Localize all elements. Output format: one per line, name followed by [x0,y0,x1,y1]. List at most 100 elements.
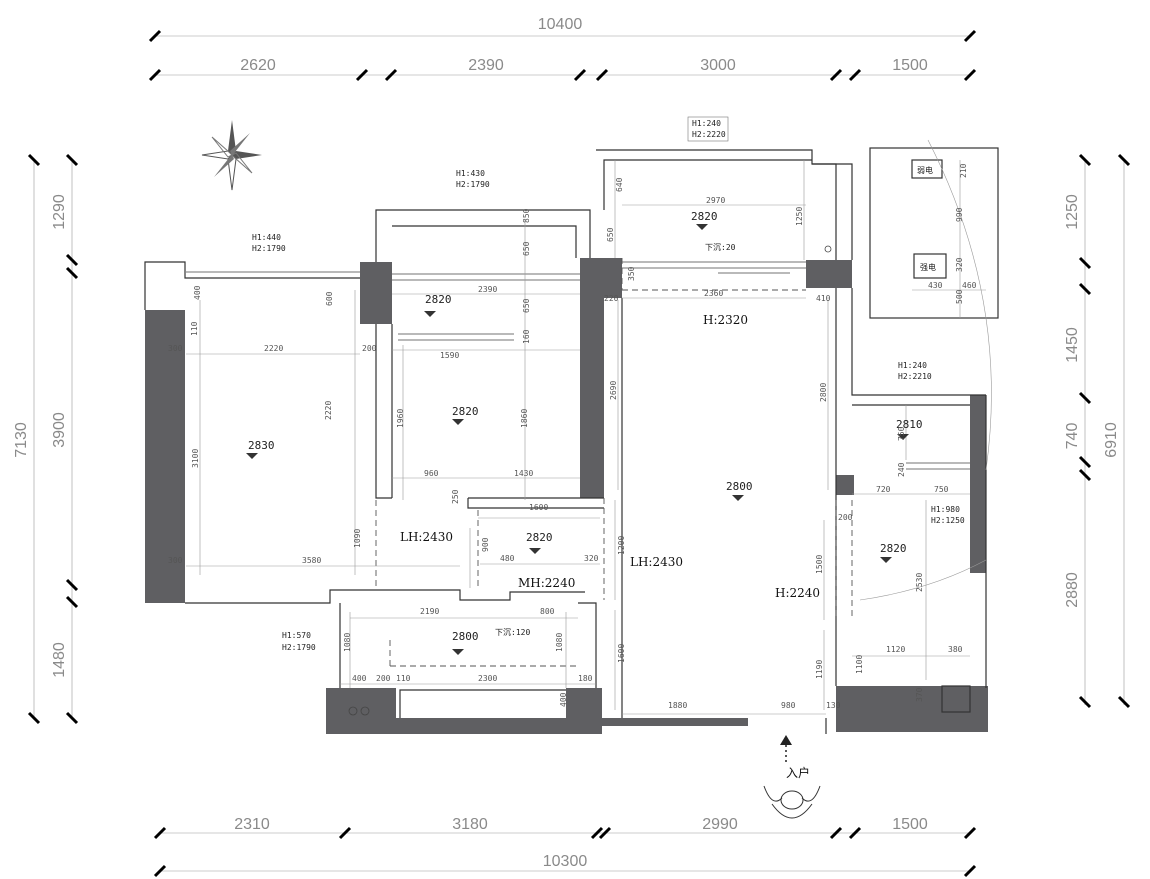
left-dim-2: 3900 [51,412,68,448]
dim-960: 960 [424,469,439,478]
wall-outlines [144,139,999,734]
top-dimensions: 10400 2620 2390 3000 1500 [148,16,977,82]
dim-300a: 300 [168,344,183,353]
note-sink-bottom: 下沉:120 [495,628,530,637]
dim-1100: 1100 [855,655,864,674]
dim-1600b: 1600 [529,503,548,512]
dim-110b: 110 [396,674,411,683]
dim-500: 500 [955,289,964,304]
dim-400c: 400 [559,692,568,707]
dim-850: 850 [522,208,531,223]
dim-1090: 1090 [353,529,362,548]
left-dim-1: 1290 [51,194,68,230]
top-dim-4: 1500 [892,57,928,74]
dim-180: 180 [578,674,593,683]
dim-410: 410 [816,294,831,303]
dim-2360: 2360 [704,289,723,298]
note-sink-top: 下沉:20 [705,243,736,252]
dim-2970: 2970 [706,196,725,205]
label-strong-electric: 强电 [920,262,936,272]
height-h2240: H:2240 [775,586,820,600]
dim-2800: 2800 [819,383,828,402]
dim-2190: 2190 [420,607,439,616]
dim-400: 400 [193,285,202,300]
dim-210: 210 [959,163,968,178]
right-dimensions: 1250 1450 740 2880 6910 [1064,153,1131,709]
bottom-dimensions: 2310 3180 2990 1500 10300 [153,816,977,878]
dim-2220b: 2220 [324,401,333,420]
note-win-right-inner-h1: H1:980 [931,505,960,514]
dim-2220a: 2220 [264,344,283,353]
note-win-mid-h1: H1:430 [456,169,485,178]
dim-220: 220 [604,294,619,303]
dim-110: 110 [190,321,199,336]
dim-650c: 650 [522,298,531,313]
dim-320b: 320 [955,257,964,272]
dim-750b: 750 [897,426,906,441]
dim-480: 480 [500,554,515,563]
dim-1590: 1590 [440,351,459,360]
dim-350: 350 [627,266,636,281]
dashed-lines [375,258,853,667]
dim-980: 980 [781,701,796,710]
dim-1190: 1190 [815,660,824,679]
dim-130: 130 [826,701,841,710]
dim-2390: 2390 [478,285,497,294]
note-win-top-h2: H2:2220 [692,130,726,139]
dim-1080b: 1080 [555,633,564,652]
level-bathroom-bottom: 2800 [452,630,479,643]
level-right-top: 2810 [896,418,923,431]
dim-2530: 2530 [915,573,924,592]
right-dim-4: 2880 [1064,572,1081,608]
dim-1200: 1200 [617,536,626,555]
person-icon [763,785,821,819]
note-win-right-inner-h2: H2:1250 [931,516,965,525]
note-win-bottom-h1: H1:570 [282,631,311,640]
right-dim-1: 1250 [1064,194,1081,230]
note-win-right-h2: H2:2210 [898,372,932,381]
dim-320: 320 [584,554,599,563]
left-total-dim: 7130 [13,422,30,458]
dim-640: 640 [615,177,624,192]
left-dim-3: 1480 [51,642,68,678]
inner-dim-lines [186,160,986,715]
dim-3580: 3580 [302,556,321,565]
inner-dimension-texts: 2970 1250 640 650 350 2360 220 410 2690 … [168,163,977,710]
dim-1960: 1960 [396,409,405,428]
level-room-left: 2830 [248,439,275,452]
level-room-mid-top: 2820 [425,293,452,306]
height-h2320: H:2320 [703,313,748,327]
dim-200b: 200 [376,674,391,683]
height-lh-left: LH:2430 [400,530,453,544]
right-dim-2: 1450 [1064,327,1081,363]
dim-750a: 750 [934,485,949,494]
dim-1600: 1600 [617,644,626,663]
right-total-dim: 6910 [1103,422,1120,458]
dim-1430: 1430 [514,469,533,478]
note-win-right-h1: H1:240 [898,361,927,370]
dim-1250: 1250 [795,207,804,226]
dim-650a: 650 [606,227,615,242]
dim-720: 720 [876,485,891,494]
dim-1080a: 1080 [343,633,352,652]
dim-300b: 300 [168,556,183,565]
note-win-left-h1: H1:440 [252,233,281,242]
right-dim-3: 740 [1064,423,1081,450]
dim-240: 240 [897,462,906,477]
left-dimensions: 7130 1290 3900 1480 [13,153,79,725]
level-balcony-top: 2820 [691,210,718,223]
dim-200c: 200 [838,513,853,522]
bottom-dim-3: 2990 [702,816,738,833]
dim-1120: 1120 [886,645,905,654]
top-total-dim: 10400 [538,16,583,33]
level-markers [246,224,909,655]
dim-3100: 3100 [191,449,200,468]
dim-650b: 650 [522,241,531,256]
dim-2690: 2690 [609,381,618,400]
dim-250: 250 [451,489,460,504]
entrance-marker: 入户 [763,735,821,819]
dim-460: 460 [962,281,977,290]
dim-160: 160 [522,329,531,344]
dim-1500: 1500 [815,555,824,574]
